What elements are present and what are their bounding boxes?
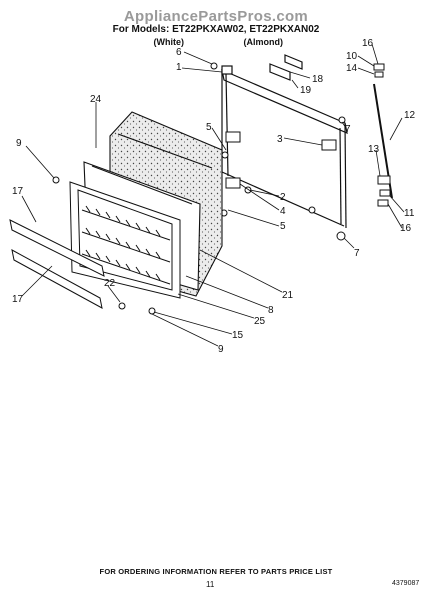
callout-leaders [21, 43, 405, 347]
door-frame-assembly [221, 54, 348, 229]
callout-25: 25 [254, 316, 266, 327]
callout-2: 2 [280, 192, 286, 203]
callout-numbers: 16 6 1 10 14 18 19 24 12 5 3 7 9 13 2 4 … [12, 38, 416, 355]
models-line: For Models: ET22PKXAW02, ET22PKXAN02 [112, 24, 320, 35]
callout-3: 3 [277, 134, 283, 145]
hinge-rod-parts [373, 63, 393, 207]
callout-21: 21 [282, 290, 294, 301]
callout-9: 9 [218, 344, 224, 355]
callout-24: 24 [90, 94, 102, 105]
callout-9: 9 [16, 138, 22, 149]
callout-17: 17 [12, 186, 24, 197]
callout-7: 7 [354, 248, 360, 259]
callout-22: 22 [104, 278, 116, 289]
watermark: AppliancePartsPros.com [123, 8, 309, 25]
callout-12: 12 [404, 110, 416, 121]
callout-5: 5 [206, 122, 212, 133]
color-variants: (White) (Almond) [0, 37, 432, 47]
callout-19: 19 [300, 85, 312, 96]
callout-5: 5 [280, 221, 286, 232]
callout-18: 18 [312, 74, 324, 85]
callout-1: 1 [176, 62, 182, 73]
callout-6: 6 [176, 47, 182, 58]
color-almond: (Almond) [243, 37, 284, 47]
callout-16: 16 [400, 223, 412, 234]
callout-17: 17 [12, 294, 24, 305]
callout-8: 8 [268, 305, 274, 316]
callout-15: 15 [232, 330, 244, 341]
color-white: (White) [153, 37, 184, 47]
callout-11: 11 [404, 208, 415, 219]
callout-7: 7 [345, 124, 351, 135]
page-number: 11 [206, 580, 215, 589]
ordering-note: FOR ORDERING INFORMATION REFER TO PARTS … [99, 567, 333, 576]
callout-10: 10 [346, 51, 358, 62]
callout-4: 4 [280, 206, 286, 217]
callout-14: 14 [346, 63, 358, 74]
callout-13: 13 [368, 144, 380, 155]
callout-16: 16 [362, 38, 374, 49]
door-trim-strips [9, 219, 105, 309]
document-part-number: 4379087 [392, 580, 420, 587]
